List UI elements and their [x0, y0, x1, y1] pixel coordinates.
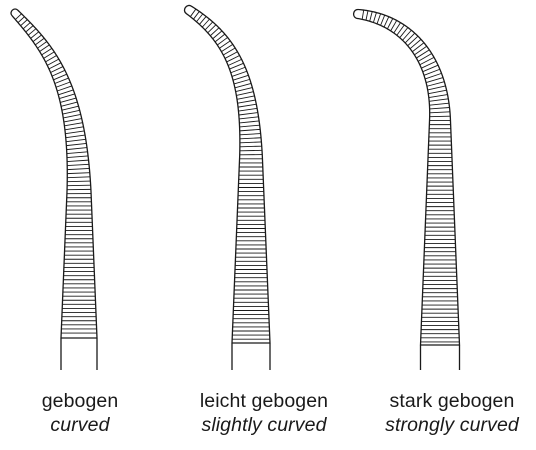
jaw-serration: [60, 98, 76, 102]
jaw-serration: [239, 117, 258, 119]
jaw-serration: [416, 50, 429, 58]
caption-strongly-curved: stark gebogen strongly curved: [362, 389, 536, 437]
jaw-serration: [196, 14, 202, 22]
jaw-outline: [11, 9, 97, 338]
jaw-serration: [408, 36, 418, 46]
jaw-serration: [387, 18, 392, 28]
jaw-serration: [15, 14, 21, 20]
jaw-serration: [67, 168, 89, 169]
jaw-serration: [66, 143, 86, 145]
caption-english: strongly curved: [362, 413, 536, 437]
jaw-serration: [67, 148, 87, 150]
caption-english: curved: [0, 413, 170, 437]
jaw-serration: [58, 90, 73, 95]
jaw-serration: [414, 46, 426, 55]
jaw-serration: [190, 9, 196, 17]
jaw-serration: [18, 17, 24, 23]
jaw-serration: [28, 29, 36, 35]
jaw-serration: [384, 17, 389, 27]
jaw-serration: [429, 103, 449, 105]
jaw-serration: [240, 150, 262, 151]
jaw-serration: [67, 177, 90, 178]
jaw-serration: [428, 86, 446, 90]
jaw-serration: [377, 14, 381, 24]
jaw-serration: [66, 139, 86, 141]
jaw-serration: [67, 152, 88, 154]
jaw-serration: [23, 23, 30, 29]
jaw-serration: [57, 86, 72, 91]
caption-curved: gebogen curved: [0, 389, 170, 437]
jaw-serration: [31, 32, 39, 39]
jaw-serration: [64, 119, 82, 122]
jaw-serration: [428, 90, 446, 94]
caption-english: slightly curved: [174, 413, 354, 437]
jaw-serration: [412, 43, 424, 52]
jaw-serration: [430, 108, 450, 109]
forceps-jaw-slightly-curved: [185, 5, 270, 370]
jaw-serration: [232, 71, 247, 76]
jaw-serration: [239, 113, 258, 115]
jaw-serration: [429, 99, 448, 101]
forceps-jaw-curved: [11, 9, 97, 370]
jaw-serration: [366, 11, 368, 21]
jaw-serration: [64, 123, 82, 126]
jaw-serration: [238, 108, 257, 111]
jaw-serration: [240, 129, 260, 131]
jaw-serration: [63, 110, 80, 114]
jaw-serration: [59, 94, 74, 99]
jaw-serration: [56, 82, 70, 87]
jaw-serration: [240, 134, 261, 135]
jaw-serration: [370, 12, 373, 22]
jaw-serration: [67, 156, 88, 158]
jaw-serration: [405, 33, 415, 43]
caption-german: stark gebogen: [362, 389, 536, 413]
jaw-serration: [65, 131, 84, 134]
jaw-serration: [362, 10, 364, 19]
jaw-serration: [236, 92, 253, 96]
jaw-serration: [65, 127, 84, 130]
jaw-serration: [237, 96, 254, 99]
jaw-serration: [193, 11, 199, 19]
jaw-serration: [67, 173, 89, 174]
jaw-serration: [199, 16, 206, 24]
jaw-serration: [67, 160, 88, 161]
jaw-serration: [429, 95, 448, 98]
jaw-serration: [381, 15, 385, 25]
caption-german: gebogen: [0, 389, 170, 413]
jaw-serration: [62, 106, 79, 110]
jaw-serration: [403, 30, 412, 40]
jaw-serration: [67, 164, 89, 165]
jaw-serration: [418, 54, 432, 62]
jaw-serration: [66, 135, 85, 138]
jaw-serration: [426, 78, 443, 83]
forceps-jaw-strongly-curved: [354, 9, 460, 370]
jaw-outline: [354, 9, 460, 345]
jaw-serration: [430, 112, 450, 113]
jaw-serration: [240, 125, 260, 127]
jaw-serration: [55, 78, 69, 83]
caption-slightly-curved: leicht gebogen slightly curved: [174, 389, 354, 437]
jaw-serration: [410, 39, 421, 48]
jaw-serration: [373, 13, 376, 23]
jaw-serration: [238, 100, 256, 103]
jaw-serration: [427, 82, 444, 87]
jaw-serration: [67, 181, 90, 182]
jaw-serration: [240, 146, 262, 147]
caption-german: leicht gebogen: [174, 389, 354, 413]
jaw-serration: [233, 75, 248, 80]
jaw-serration: [240, 142, 262, 143]
jaw-serration: [235, 83, 251, 87]
jaw-serration: [236, 88, 253, 92]
jaw-outline: [185, 5, 270, 343]
jaw-serration: [239, 121, 259, 123]
jaw-serration: [63, 114, 80, 118]
jaw-serration: [21, 20, 28, 26]
jaw-serration: [61, 102, 77, 106]
jaw-serration: [26, 26, 33, 32]
jaw-serration: [240, 138, 261, 139]
jaw-serration: [238, 104, 256, 107]
jaw-serration: [234, 79, 250, 84]
